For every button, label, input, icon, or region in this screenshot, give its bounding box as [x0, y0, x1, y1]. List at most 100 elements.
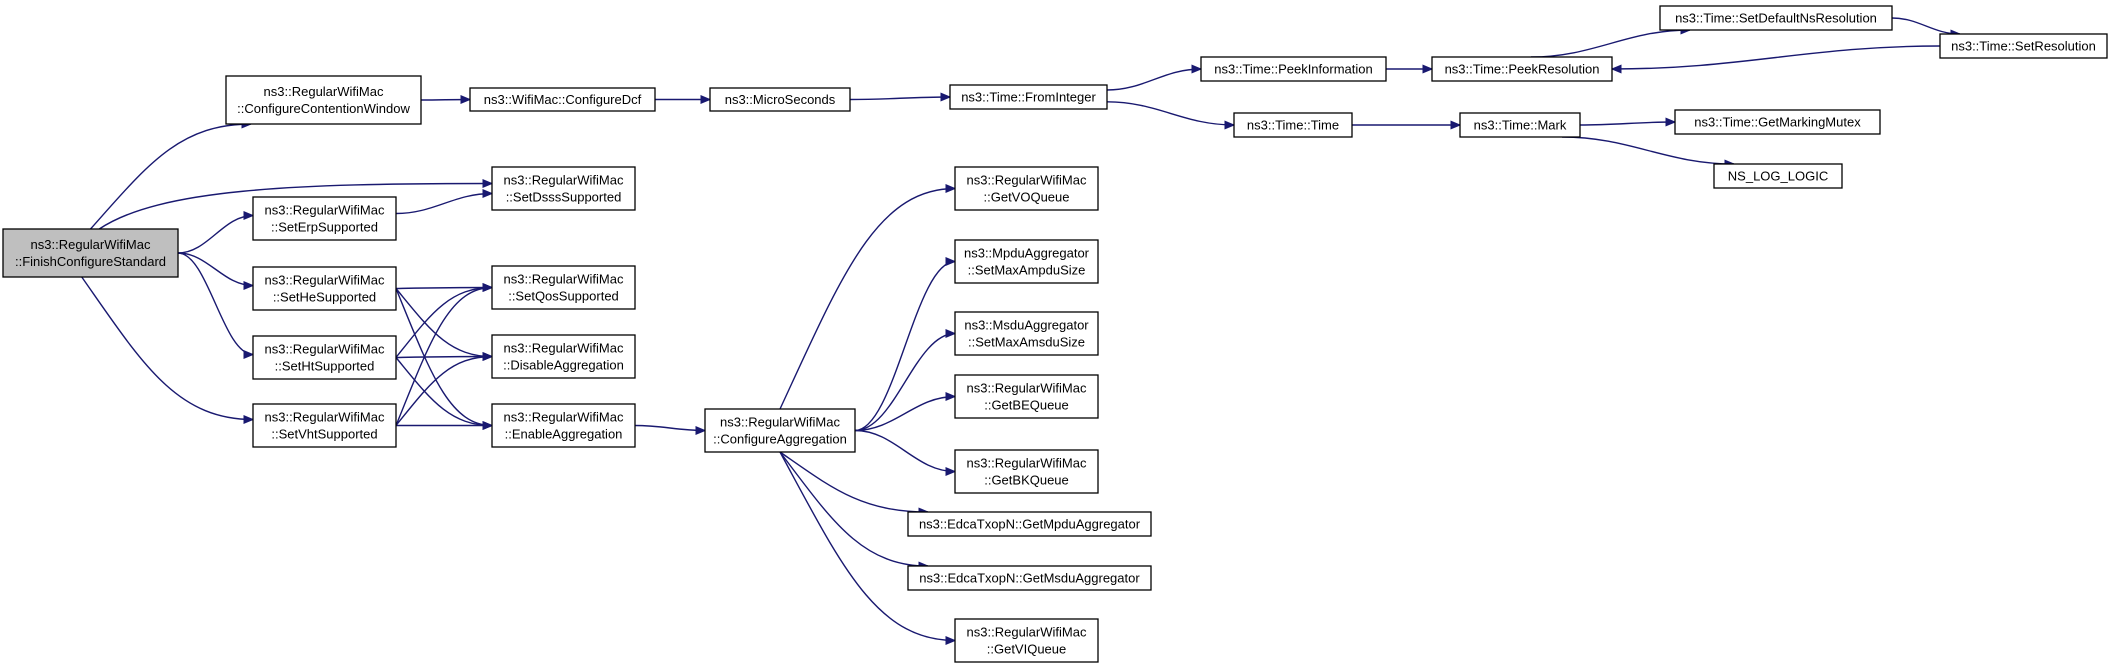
node-peekinfo[interactable]: ns3::Time::PeekInformation: [1200, 56, 1387, 82]
edge-peekinfo-to-peekres: [1386, 64, 1434, 74]
node-box: [954, 311, 1099, 356]
node-time[interactable]: ns3::Time::Time: [1233, 112, 1353, 138]
edge-finish-to-ccw: [89, 119, 253, 230]
edge-line: [1106, 68, 1202, 91]
node-box: [1659, 5, 1893, 31]
node-label: ns3::RegularWifiMac: [265, 273, 385, 288]
node-label: ::SetHeSupported: [273, 290, 376, 305]
node-box: [252, 403, 397, 448]
node-box: [704, 408, 856, 453]
node-micro[interactable]: ns3::MicroSeconds: [709, 87, 851, 112]
node-vht[interactable]: ns3::RegularWifiMac::SetVhtSupported: [252, 403, 397, 448]
edge-arrowhead: [945, 256, 957, 267]
node-label: ns3::RegularWifiMac: [504, 410, 624, 425]
node-qos[interactable]: ns3::RegularWifiMac::SetQosSupported: [491, 265, 636, 310]
node-box: [954, 449, 1099, 494]
edge-fromint-to-peekinfo: [1106, 64, 1203, 91]
edge-arrowhead: [700, 94, 712, 105]
node-box: [1713, 163, 1843, 189]
node-box: [225, 75, 422, 125]
node-label: ns3::MicroSeconds: [725, 92, 836, 107]
node-setres[interactable]: ns3::Time::SetResolution: [1939, 33, 2108, 59]
edge-line: [854, 395, 956, 432]
node-box: [954, 239, 1099, 284]
edge-arrowhead: [1610, 64, 1622, 74]
node-label: NS_LOG_LOGIC: [1728, 169, 1828, 184]
node-label: ns3::Time::Time: [1247, 118, 1339, 133]
node-disagg[interactable]: ns3::RegularWifiMac::DisableAggregation: [491, 334, 636, 379]
node-box: [954, 374, 1099, 419]
node-box: [252, 196, 397, 241]
edge-line: [395, 288, 493, 427]
node-box: [954, 618, 1099, 663]
node-ccw[interactable]: ns3::RegularWifiMac::ConfigureContention…: [225, 75, 422, 125]
node-label: ::GetBEQueue: [984, 398, 1069, 413]
node-vo[interactable]: ns3::RegularWifiMac::GetVOQueue: [954, 166, 1099, 211]
node-enagg[interactable]: ns3::RegularWifiMac::EnableAggregation: [491, 403, 636, 448]
edge-line: [1106, 101, 1235, 126]
node-dcf[interactable]: ns3::WifiMac::ConfigureDcf: [469, 87, 656, 112]
edge-arrowhead: [243, 349, 255, 360]
node-label: ::SetQosSupported: [508, 289, 619, 304]
node-nslog[interactable]: NS_LOG_LOGIC: [1713, 163, 1843, 189]
edge-line: [395, 288, 493, 358]
edge-arrowhead: [482, 282, 494, 293]
node-label: ns3::RegularWifiMac: [265, 203, 385, 218]
node-setdef[interactable]: ns3::Time::SetDefaultNsResolution: [1659, 5, 1893, 31]
edge-erp-to-dsss: [395, 188, 494, 215]
node-bk[interactable]: ns3::RegularWifiMac::GetBKQueue: [954, 449, 1099, 494]
node-erp[interactable]: ns3::RegularWifiMac::SetErpSupported: [252, 196, 397, 241]
node-getmpdu[interactable]: ns3::EdcaTxopN::GetMpduAggregator: [907, 511, 1152, 537]
edge-ccw-to-dcf: [420, 94, 472, 105]
node-dsss[interactable]: ns3::RegularWifiMac::SetDsssSupported: [491, 166, 636, 211]
node-he[interactable]: ns3::RegularWifiMac::SetHeSupported: [252, 266, 397, 311]
edge-line: [854, 260, 956, 432]
node-label: ns3::RegularWifiMac: [504, 272, 624, 287]
node-label: ::SetVhtSupported: [271, 427, 377, 442]
node-label: ns3::RegularWifiMac: [967, 456, 1087, 471]
edge-arrowhead: [482, 188, 494, 199]
edge-arrowhead: [1665, 117, 1677, 127]
node-be[interactable]: ns3::RegularWifiMac::GetBEQueue: [954, 374, 1099, 419]
node-box: [469, 87, 656, 112]
nodes-layer: ns3::RegularWifiMac::FinishConfigureStan…: [2, 5, 2108, 663]
node-mark[interactable]: ns3::Time::Mark: [1459, 112, 1581, 138]
edge-line: [854, 429, 956, 473]
node-label: ns3::Time::Mark: [1474, 118, 1567, 133]
node-amsdu[interactable]: ns3::MsduAggregator::SetMaxAmsduSize: [954, 311, 1099, 356]
node-box: [491, 166, 636, 211]
node-fromint[interactable]: ns3::Time::FromInteger: [949, 84, 1108, 110]
node-label: ns3::RegularWifiMac: [720, 415, 840, 430]
node-vi[interactable]: ns3::RegularWifiMac::GetVIQueue: [954, 618, 1099, 663]
edge-finish-to-he: [177, 252, 255, 291]
edge-arrowhead: [482, 351, 494, 362]
node-getmsdu[interactable]: ns3::EdcaTxopN::GetMsduAggregator: [907, 565, 1152, 591]
edge-finish-to-ht: [177, 252, 255, 360]
edge-line: [1611, 45, 1941, 70]
edge-ht-to-disagg: [395, 351, 494, 362]
node-ampdu[interactable]: ns3::MpduAggregator::SetMaxAmpduSize: [954, 239, 1099, 284]
node-label: ns3::MpduAggregator: [964, 246, 1090, 261]
node-label: ns3::RegularWifiMac: [967, 173, 1087, 188]
node-label: ns3::RegularWifiMac: [967, 625, 1087, 640]
node-peekres[interactable]: ns3::Time::PeekResolution: [1431, 56, 1613, 82]
node-label: ::SetMaxAmpduSize: [968, 263, 1086, 278]
node-cfgagg[interactable]: ns3::RegularWifiMac::ConfigureAggregatio…: [704, 408, 856, 453]
node-ht[interactable]: ns3::RegularWifiMac::SetHtSupported: [252, 335, 397, 380]
node-box: [954, 166, 1099, 211]
edge-vht-to-qos: [395, 282, 494, 426]
edge-line: [395, 355, 493, 359]
edge-arrowhead: [243, 414, 255, 425]
edge-line: [1579, 121, 1676, 126]
edge-line: [395, 286, 493, 358]
node-label: ns3::RegularWifiMac: [264, 84, 384, 99]
edge-arrowhead: [945, 328, 957, 339]
edge-line: [81, 276, 254, 421]
node-finish[interactable]: ns3::RegularWifiMac::FinishConfigureStan…: [2, 228, 179, 278]
node-mutex[interactable]: ns3::Time::GetMarkingMutex: [1674, 109, 1881, 135]
node-label: ns3::WifiMac::ConfigureDcf: [484, 92, 642, 107]
node-box: [907, 565, 1152, 591]
node-label: ns3::RegularWifiMac: [265, 342, 385, 357]
node-label: ns3::MsduAggregator: [964, 318, 1089, 333]
